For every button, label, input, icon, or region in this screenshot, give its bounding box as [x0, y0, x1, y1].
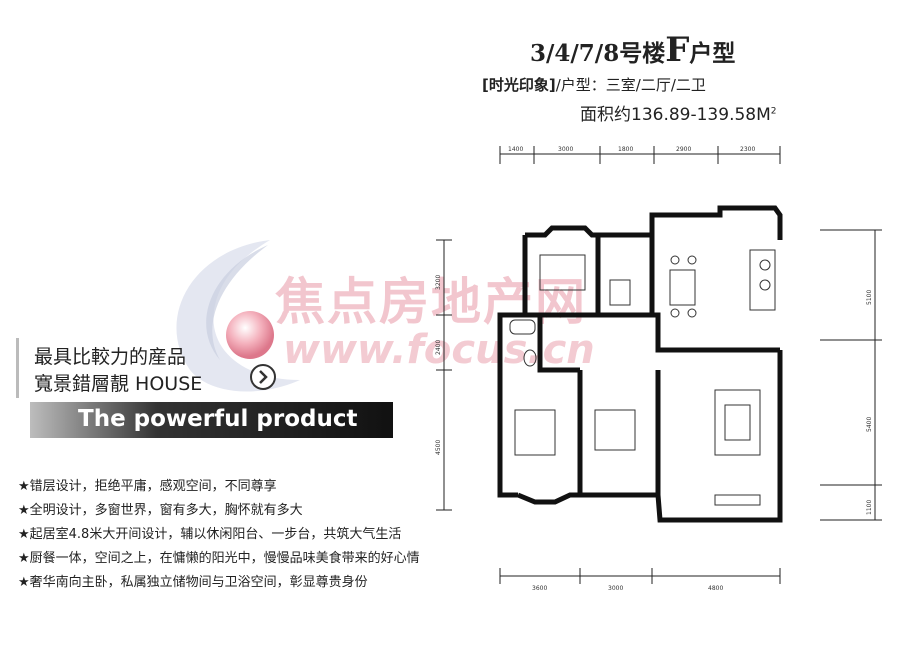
- plan-title: 3/4/7/8号楼F户型: [530, 30, 735, 70]
- dim-bottom-3: 4800: [708, 585, 723, 590]
- wall-bath: [598, 235, 655, 318]
- title-suffix: 户型: [689, 40, 736, 67]
- arrow-circle-icon[interactable]: [248, 362, 278, 392]
- plan-area: 面积约136.89-139.58M2: [580, 100, 777, 125]
- toilet: [523, 349, 537, 367]
- dim-right-3: 1100: [866, 500, 873, 515]
- floor-plan: 1400 3000 1800 2900 2300 3600 3000 4800 …: [435, 146, 882, 590]
- dim-right-2: 5400: [866, 417, 873, 432]
- slogan-banner: [30, 402, 393, 438]
- bed-master: [514, 409, 556, 456]
- dim-top-1: 1400: [508, 146, 523, 153]
- stove: [759, 279, 771, 291]
- slogan-banner-text: The powerful product: [78, 406, 358, 432]
- wall-kitchen: [652, 312, 780, 353]
- dining-table: [669, 269, 696, 306]
- dim-top-4: 2900: [676, 146, 691, 153]
- subtitle-layout: /户型：三室/二厅/二卫: [555, 76, 706, 94]
- kitchen-counter: [749, 249, 776, 311]
- wall-hall: [537, 315, 580, 373]
- dim-bottom-2: 3000: [608, 585, 623, 590]
- chair: [670, 255, 680, 265]
- dim-top-3: 1800: [618, 146, 633, 153]
- plan-subtitle: [时光印象]/户型：三室/二厅/二卫: [482, 74, 706, 95]
- bed-bedroom3: [539, 254, 586, 291]
- title-building: 3/4/7/8号楼: [530, 40, 666, 67]
- slogan-line-2: 寬景錯層靚 HOUSE: [34, 373, 203, 395]
- bathtub: [509, 319, 536, 335]
- bathroom-fixtures: [609, 279, 631, 306]
- chair: [687, 308, 697, 318]
- dim-bottom-1: 3600: [532, 585, 547, 590]
- sofa-set: [714, 389, 761, 456]
- title-letter: F: [665, 30, 690, 70]
- dim-left-3: 4500: [435, 440, 442, 455]
- wall-west: [497, 235, 528, 498]
- coffee-table: [724, 404, 751, 441]
- slogan-line-1: 最具比較力的産品: [34, 346, 187, 368]
- slogan-divider: [16, 338, 19, 398]
- wall-bedroom2: [580, 370, 661, 498]
- bed-bedroom2: [594, 409, 636, 451]
- wall-north: [525, 205, 783, 240]
- area-value: 面积约136.89-139.58M: [580, 105, 771, 125]
- wall-bedroom3: [525, 235, 601, 318]
- feature-item: ★错层设计，拒绝平庸，感观空间，不同尊享: [18, 479, 277, 494]
- feature-item: ★厨餐一体，空间之上，在慵懒的阳光中，慢慢品味美食带来的好心情: [18, 551, 420, 566]
- chair: [670, 308, 680, 318]
- area-unit-sup: 2: [770, 106, 777, 117]
- tv-cabinet: [714, 494, 761, 506]
- dim-left-1: 3200: [435, 275, 442, 290]
- feature-item: ★起居室4.8米大开间设计，辅以休闲阳台、一步台，共筑大气生活: [18, 527, 402, 542]
- dim-right-1: 5100: [866, 290, 873, 305]
- wall-living: [655, 350, 783, 523]
- feature-item: ★全明设计，多窗世界，窗有多大，胸怀就有多大: [18, 503, 303, 518]
- chair: [687, 255, 697, 265]
- watermark-url: www.focus.cn: [283, 327, 595, 373]
- dim-top-2: 3000: [558, 146, 573, 153]
- feature-item: ★奢华南向主卧，私属独立储物间与卫浴空间，彰显尊贵身份: [18, 575, 368, 590]
- dim-left-2: 2400: [435, 340, 442, 355]
- subtitle-name: [时光印象]: [482, 76, 556, 94]
- feature-list: ★错层设计，拒绝平庸，感观空间，不同尊享 ★全明设计，多窗世界，窗有多大，胸怀就…: [18, 475, 420, 595]
- stove: [759, 259, 771, 271]
- wall-bedroom-bay: [517, 370, 583, 505]
- watermark-logo-icon: [176, 240, 300, 392]
- dim-top-5: 2300: [740, 146, 755, 153]
